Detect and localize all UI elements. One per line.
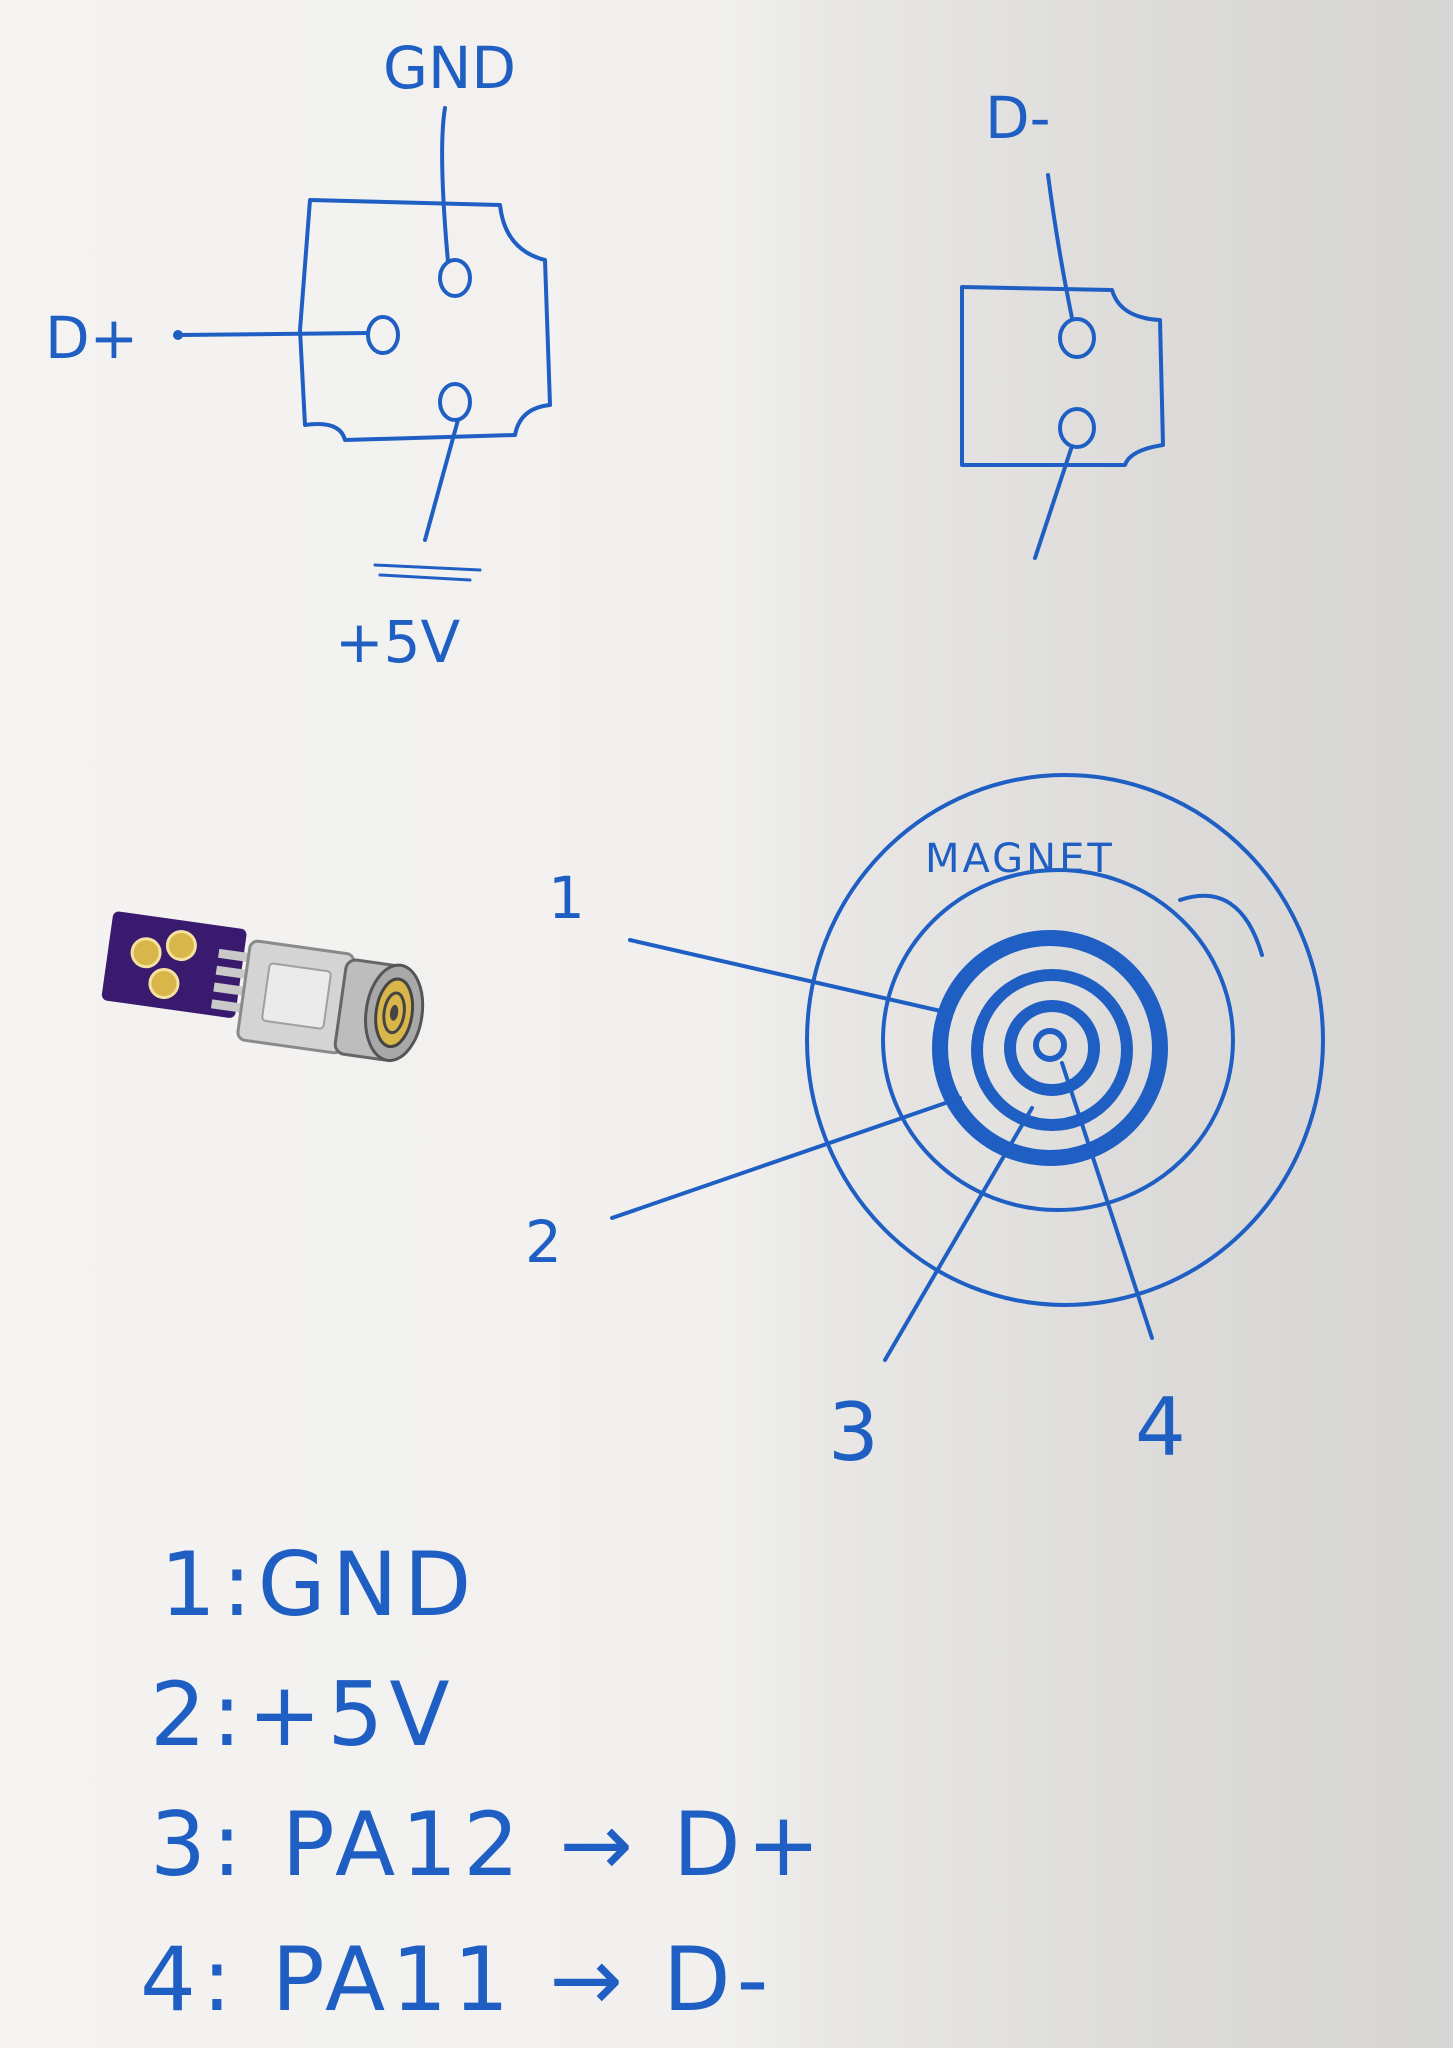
label-plus-5v: +5V bbox=[335, 608, 460, 676]
callout-2: 2 bbox=[525, 1208, 562, 1276]
label-d-minus: D- bbox=[985, 84, 1051, 152]
pin-hole-bottom bbox=[438, 382, 472, 422]
center-pin bbox=[1033, 1028, 1067, 1062]
pin-hole-upper bbox=[1058, 317, 1096, 359]
left-connector-drawing bbox=[173, 106, 552, 582]
right-connector-drawing bbox=[960, 173, 1165, 560]
pcb-board bbox=[101, 911, 247, 1018]
legend-row-2: 2:+5V bbox=[150, 1663, 456, 1766]
contact-ring-1 bbox=[932, 930, 1168, 1166]
pin-hole-top bbox=[438, 258, 472, 298]
connector-photo bbox=[101, 911, 425, 1063]
callout-3: 3 bbox=[828, 1386, 879, 1479]
contact-ring-2 bbox=[971, 969, 1133, 1131]
outer-ring bbox=[805, 773, 1325, 1307]
pin-hole-left bbox=[366, 315, 400, 355]
label-gnd: GND bbox=[383, 34, 516, 102]
pin-hole-lower bbox=[1058, 407, 1096, 449]
legend-row-4: 4: PA11 → D- bbox=[140, 1928, 774, 2031]
legend-row-1: 1:GND bbox=[160, 1533, 477, 1636]
magnet-ring-diagram bbox=[610, 773, 1325, 1362]
pin-legend: 1:GND 2:+5V 3: PA12 → D+ 4: PA11 → D- bbox=[140, 1533, 826, 2031]
contact-ring-3 bbox=[1004, 1000, 1100, 1096]
label-magnet: MAGNET bbox=[925, 836, 1115, 882]
label-d-plus: D+ bbox=[45, 304, 138, 372]
magnet-ring bbox=[881, 868, 1235, 1212]
legend-row-3: 3: PA12 → D+ bbox=[150, 1793, 826, 1896]
scribble-mark bbox=[373, 563, 482, 582]
callout-4: 4 bbox=[1135, 1381, 1186, 1474]
callout-1: 1 bbox=[548, 864, 585, 932]
